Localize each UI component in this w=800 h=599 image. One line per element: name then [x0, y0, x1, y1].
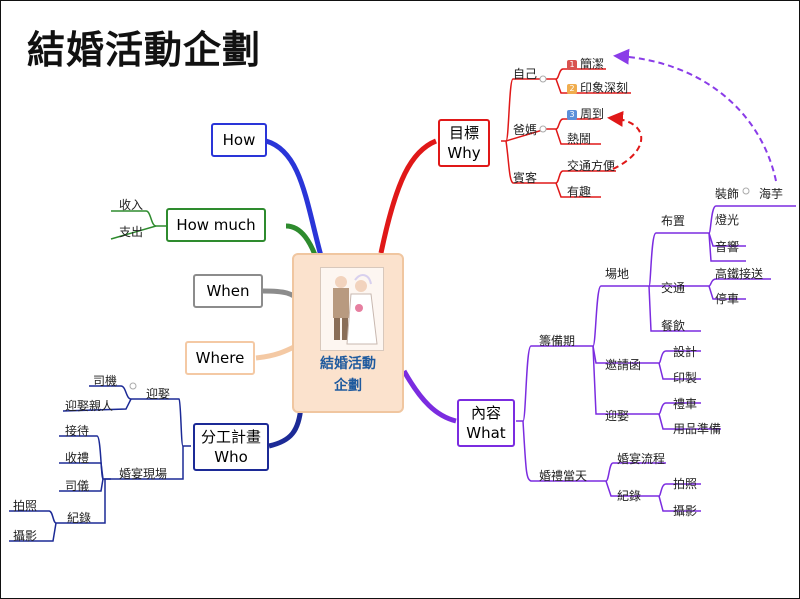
what-pickup[interactable]: 迎娶: [605, 409, 630, 423]
node-how[interactable]: How: [211, 123, 267, 157]
priority-3-icon: 3: [567, 110, 577, 120]
node-why[interactable]: 目標 Why: [438, 119, 490, 167]
wedding-couple-image: [320, 267, 384, 351]
who-pickup[interactable]: 迎娶: [146, 387, 171, 401]
what-invitation-design[interactable]: 設計: [673, 345, 698, 359]
branch-why: [378, 138, 438, 254]
what-transport[interactable]: 交通: [661, 281, 686, 295]
node-where[interactable]: Where: [185, 341, 255, 375]
what-catering[interactable]: 餐飲: [661, 319, 686, 333]
who-pickup-relatives[interactable]: 迎娶親人: [65, 399, 114, 413]
what-wedding-flow[interactable]: 婚宴流程: [617, 452, 666, 466]
what-pickup-car[interactable]: 禮車: [673, 397, 698, 411]
arrow-red-dashed: [607, 110, 643, 170]
why-guests-item-2[interactable]: 有趣: [567, 185, 592, 199]
who-wedding-scene[interactable]: 婚宴現場: [119, 467, 168, 481]
who-gifts[interactable]: 收禮: [65, 451, 90, 465]
what-record-video[interactable]: 攝影: [673, 504, 698, 518]
central-topic-line2: 企劃: [334, 378, 362, 394]
what-decor-calla[interactable]: 海芋: [759, 187, 784, 201]
what-layout-decor[interactable]: 裝飾: [715, 187, 740, 201]
what-record[interactable]: 紀錄: [617, 489, 642, 503]
who-record[interactable]: 紀錄: [67, 511, 92, 525]
what-transport-hsr[interactable]: 高鐵接送: [715, 267, 764, 281]
what-invitation[interactable]: 邀請函: [605, 358, 642, 372]
who-record-video[interactable]: 攝影: [13, 529, 38, 543]
why-parents[interactable]: 爸媽: [513, 123, 538, 137]
why-guests-item-1[interactable]: 交通方便: [567, 159, 616, 173]
page-title: 結婚活動企劃: [27, 28, 262, 72]
node-what-line1: 內容: [470, 404, 501, 422]
arrow-purple-dashed: [613, 48, 777, 182]
what-layout-sound[interactable]: 音響: [715, 240, 740, 254]
what-record-photo[interactable]: 拍照: [673, 477, 698, 491]
why-parents-item-1-text: 周到: [580, 107, 605, 121]
who-record-photo[interactable]: 拍照: [13, 499, 38, 513]
why-guests[interactable]: 賓客: [513, 171, 538, 185]
node-who-line2: Who: [214, 448, 248, 466]
node-when[interactable]: When: [193, 274, 263, 308]
what-wedding-day[interactable]: 婚禮當天: [539, 469, 588, 483]
node-why-line1: 目標: [448, 124, 479, 142]
node-what-line2: What: [466, 424, 506, 442]
why-self-item-1-text: 簡潔: [580, 57, 605, 71]
how-much-income[interactable]: 收入: [119, 198, 144, 212]
branch-what: [401, 369, 457, 424]
what-layout-lighting[interactable]: 燈光: [715, 213, 740, 227]
who-pickup-driver[interactable]: 司機: [93, 374, 118, 388]
node-who[interactable]: 分工計畫 Who: [193, 423, 269, 471]
node-why-line2: Why: [447, 144, 481, 162]
why-self-item-2-text: 印象深刻: [580, 81, 629, 95]
what-transport-parking[interactable]: 停車: [715, 292, 740, 306]
how-much-expense[interactable]: 支出: [119, 225, 144, 239]
who-emcee[interactable]: 司儀: [65, 479, 90, 493]
node-what[interactable]: 內容 What: [457, 399, 515, 447]
what-prep[interactable]: 籌備期: [539, 334, 576, 348]
branch-where: [255, 343, 298, 361]
what-layout[interactable]: 布置: [661, 214, 686, 228]
why-parents-item-2[interactable]: 熱鬧: [567, 132, 592, 146]
what-venue[interactable]: 場地: [605, 267, 630, 281]
why-self[interactable]: 自己: [513, 67, 538, 81]
node-who-line1: 分工計畫: [200, 428, 261, 446]
priority-2-icon: 2: [567, 84, 577, 94]
central-topic-line1: 結婚活動: [320, 356, 376, 372]
who-reception[interactable]: 接待: [65, 424, 90, 438]
central-topic[interactable]: 結婚活動 企劃: [292, 253, 404, 413]
priority-1-icon: 1: [567, 60, 577, 70]
what-invitation-print[interactable]: 印製: [673, 371, 698, 385]
what-pickup-supplies[interactable]: 用品準備: [673, 422, 722, 436]
node-how-much[interactable]: How much: [166, 208, 266, 242]
branch-how: [265, 138, 324, 257]
